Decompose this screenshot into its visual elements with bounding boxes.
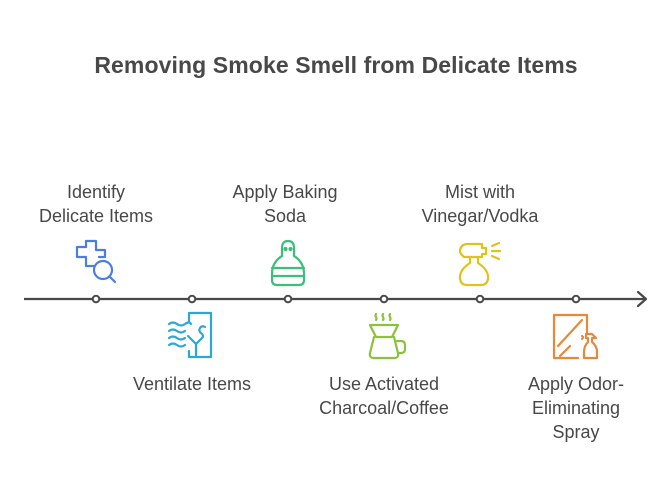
shaker-icon: [260, 234, 316, 290]
timeline-node: [187, 294, 197, 304]
timeline-node: [91, 294, 101, 304]
timeline-node: [283, 294, 293, 304]
arrow-head-icon: [636, 290, 648, 308]
mirror-cleaner-icon: [548, 308, 604, 364]
medical-search-icon: [68, 234, 124, 290]
diagram-title: Removing Smoke Smell from Delicate Items: [94, 52, 578, 78]
window-wind-icon: [164, 308, 220, 364]
coffee-pour-over-icon: [356, 308, 412, 364]
spray-bottle-icon: [452, 234, 508, 290]
timeline-node: [571, 294, 581, 304]
step-label-ventilate: Ventilate Items: [132, 374, 252, 394]
timeline-node: [379, 294, 389, 304]
timeline-node: [475, 294, 485, 304]
